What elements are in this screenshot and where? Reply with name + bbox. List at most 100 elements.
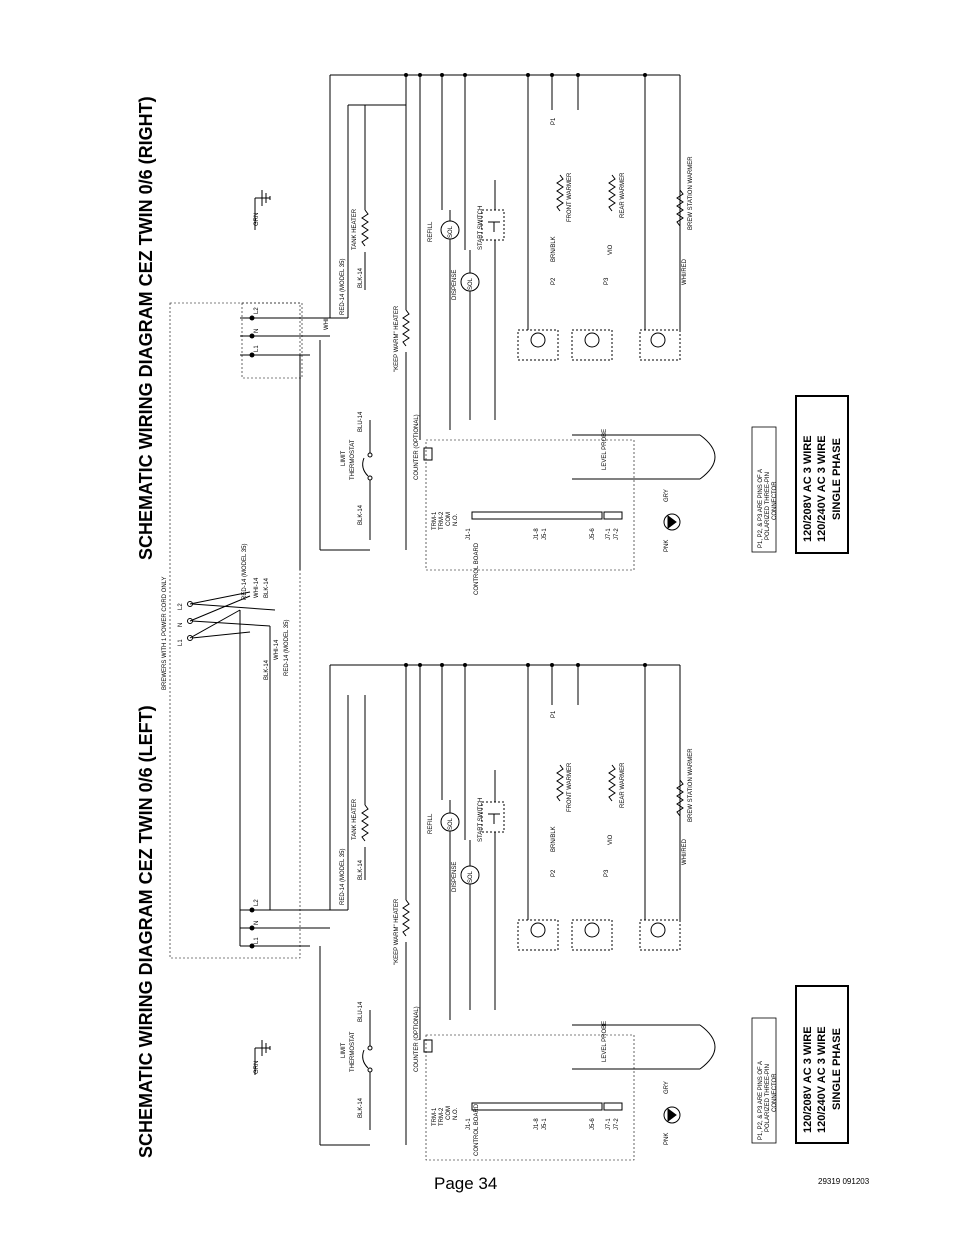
left-sol-2: SOL	[468, 870, 474, 883]
left-diagram-title: SCHEMATIC WIRING DIAGRAM CEZ TWIN 0/6 (L…	[136, 705, 156, 1158]
left-control-board-terminals	[471, 1102, 623, 1111]
right-warmer-switches[interactable]	[517, 329, 681, 361]
cord-wire-4: BLK-14	[264, 659, 270, 680]
right-limit-thermostat-icon	[362, 420, 373, 540]
right-diagram-title: SCHEMATIC WIRING DIAGRAM CEZ TWIN 0/6 (R…	[136, 96, 156, 560]
left-refill-label: REFILL	[428, 813, 434, 834]
right-control-board-terminals	[471, 511, 623, 520]
left-control-board-label: CONTROL BOARD	[474, 1103, 480, 1156]
right-voltage-box: 120/208V AC 3 WIRE 120/240V AC 3 WIRE SI…	[795, 395, 849, 554]
svg-text:120/240V AC 3 WIRE: 120/240V AC 3 WIRE	[816, 435, 828, 542]
svg-text:120/208V AC 3 WIRE: 120/208V AC 3 WIRE	[802, 435, 814, 542]
right-gry-label: GRY	[664, 489, 670, 502]
left-voltage-box: 120/208V AC 3 WIRE 120/240V AC 3 WIRE SI…	[795, 985, 849, 1144]
right-j1-8: J1-8	[534, 528, 540, 540]
left-counter-box	[423, 1039, 433, 1053]
left-counter-label: COUNTER (OPTIONAL)	[414, 1006, 420, 1072]
right-refill-label: REFILL	[428, 221, 434, 242]
left-j5-6: J5-6	[590, 1118, 596, 1130]
right-limit-label-1: LIMIT	[341, 450, 347, 466]
right-pnk-label: PNK	[664, 540, 670, 552]
right-level-probe-label: LEVEL PROBE	[602, 429, 608, 470]
left-j1-1: J1-1	[466, 1118, 472, 1130]
left-j1-8: J1-8	[534, 1118, 540, 1130]
right-p1: P1	[551, 117, 557, 125]
left-front-warmer-label: FRONT WARMER	[567, 762, 573, 812]
right-rear-warmer-label: REAR WARMER	[620, 172, 626, 218]
right-main-bus	[240, 74, 681, 570]
terminal-l1: L1	[178, 639, 184, 646]
right-counter-box	[423, 447, 433, 461]
left-blk14-label: BLK-14	[358, 859, 364, 880]
left-limit-label-2: THERMOSTAT	[350, 1031, 356, 1072]
right-blk14-limit: BLK-14	[358, 504, 364, 525]
svg-text:SINGLE PHASE: SINGLE PHASE	[831, 438, 843, 520]
right-brew-warmer-label: BREW STATION WARMER	[688, 156, 694, 230]
cord-wire-5: WHI-14	[274, 639, 280, 660]
left-limit-label-1: LIMIT	[341, 1042, 347, 1058]
left-ground-icon	[254, 1040, 271, 1075]
right-p2: P2	[551, 277, 557, 285]
right-note: P1, P2, & P3 ARE PINS OF A POLARIZED THR…	[751, 426, 778, 553]
right-start-switch-label: START SWITCH	[478, 206, 484, 250]
terminal-n: N	[178, 623, 184, 627]
right-l1: L1	[254, 345, 260, 352]
right-limit-label-2: THERMOSTAT	[350, 439, 356, 480]
left-pnk-label: PNK	[664, 1133, 670, 1145]
right-j7-1: J7-1	[606, 528, 612, 540]
right-dispense-solenoid	[460, 250, 480, 420]
right-j5-1: J5-1	[542, 528, 548, 540]
left-indicator-light	[663, 1106, 681, 1124]
svg-text:120/240V AC 3 WIRE: 120/240V AC 3 WIRE	[816, 1026, 828, 1133]
terminal-l2: L2	[178, 603, 184, 610]
right-sol-2: SOL	[468, 277, 474, 290]
right-tank-heater	[361, 209, 369, 247]
right-sol-1: SOL	[448, 225, 454, 238]
right-indicator-light	[663, 513, 681, 531]
right-level-probe-icon	[572, 434, 716, 480]
right-counter-label: COUNTER (OPTIONAL)	[414, 414, 420, 480]
power-cord-note: BREWERS WITH 1 POWER CORD ONLY	[162, 576, 168, 690]
right-whi-label-1: WHI	[324, 318, 330, 330]
svg-text:120/208V AC 3 WIRE: 120/208V AC 3 WIRE	[802, 1026, 814, 1133]
right-trm2: TRM-2	[439, 511, 445, 530]
dashed-enclosures	[169, 302, 635, 1161]
right-tank-heater-label: TANK HEATER	[352, 208, 358, 250]
left-p2: P2	[551, 869, 557, 877]
svg-text:CONNECTOR: CONNECTOR	[772, 1073, 778, 1112]
left-whi-red-1: WHI/RED	[682, 838, 688, 865]
left-trm2: TRM-2	[439, 1107, 445, 1126]
cord-wire-3: BLK-14	[264, 577, 270, 598]
left-blu14-label: BLU-14	[358, 1001, 364, 1022]
left-rear-warmer	[608, 764, 616, 802]
right-front-warmer	[556, 174, 564, 212]
cord-wire-2: WHI-14	[254, 577, 260, 598]
left-refill-solenoid	[440, 800, 460, 1020]
left-j5-1: J5-1	[542, 1118, 548, 1130]
right-com: COM	[446, 512, 452, 526]
right-vio-1: VIO	[608, 244, 614, 255]
left-rear-warmer-label: REAR WARMER	[620, 762, 626, 808]
left-brew-warmer-label: BREW STATION WARMER	[688, 748, 694, 822]
left-l1: L1	[254, 937, 260, 944]
cord-wire-1: RED-14 (MODEL 35)	[242, 544, 248, 600]
right-front-warmer-label: FRONT WARMER	[567, 172, 573, 222]
right-start-switch[interactable]	[481, 209, 505, 241]
left-start-switch[interactable]	[481, 801, 505, 833]
right-j7-2: J7-2	[614, 528, 620, 540]
left-trm1: TRM-1	[432, 1107, 438, 1126]
svg-text:POLARIZED THREE-PIN: POLARIZED THREE-PIN	[765, 1064, 771, 1132]
left-red14-label: RED-14 (MODEL 35)	[340, 849, 346, 905]
right-red14-label: RED-14 (MODEL 35)	[340, 259, 346, 315]
svg-text:CONNECTOR: CONNECTOR	[772, 481, 778, 520]
left-brn-blk-1: BRN/BLK	[551, 826, 557, 852]
left-dispense-label: DISPENSE	[452, 862, 458, 892]
right-ground-icon	[254, 190, 271, 230]
left-vio-1: VIO	[608, 834, 614, 845]
right-blk14-label: BLK-14	[358, 267, 364, 288]
right-keep-warm-heater	[402, 309, 410, 347]
right-refill-solenoid	[440, 210, 460, 430]
left-grn-label: GRN	[254, 1061, 260, 1074]
left-warmer-switches[interactable]	[517, 919, 681, 951]
